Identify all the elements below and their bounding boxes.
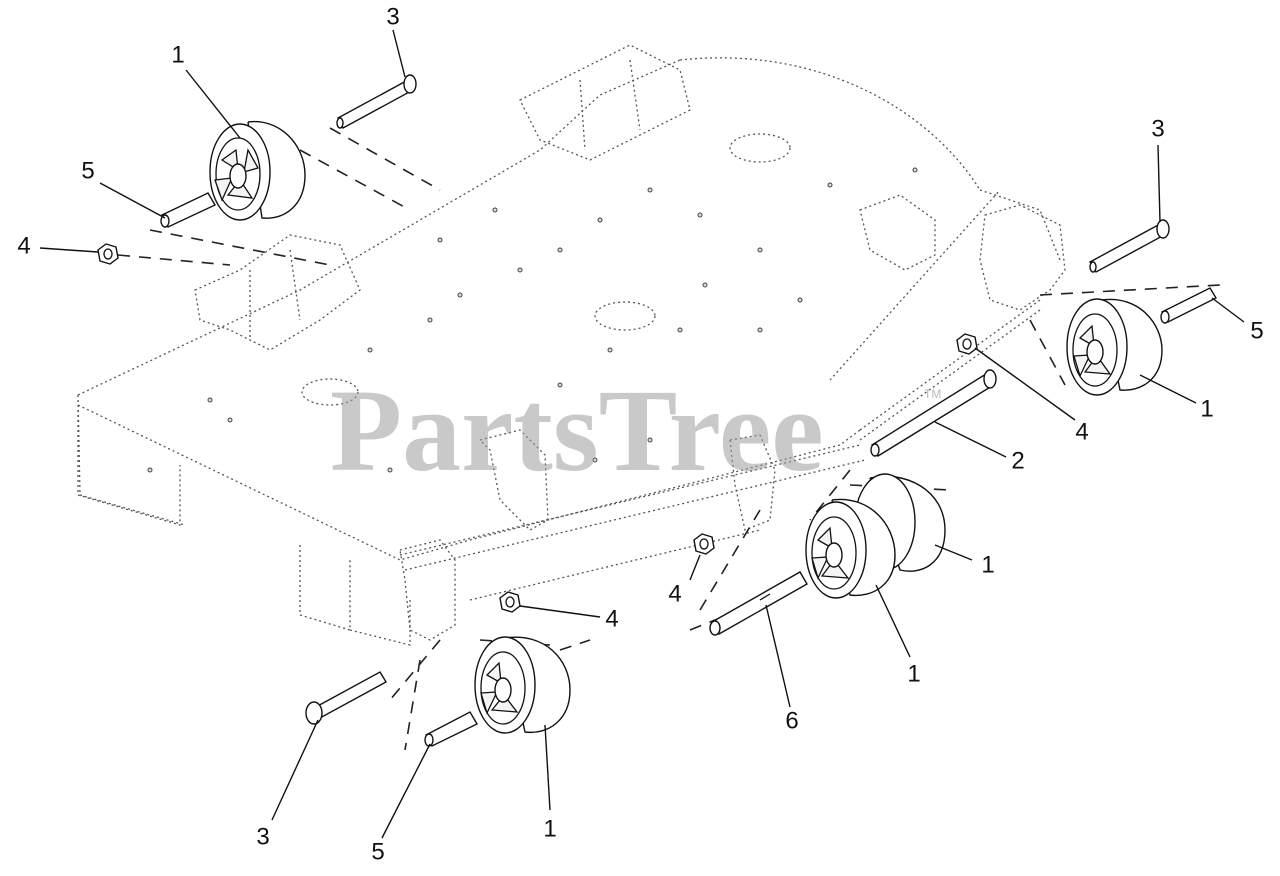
callout-wheel-top-left: 1	[171, 41, 184, 68]
mower-deck	[77, 44, 1066, 646]
axle-double-roller	[709, 571, 808, 636]
bolt-top-right	[1089, 219, 1170, 273]
bolt-top-left	[336, 74, 417, 129]
spacer-top-left	[160, 192, 216, 228]
roller-wheel-top-right	[1066, 298, 1163, 396]
nut-bottom-left	[499, 591, 521, 613]
roller-wheel-front-stacked	[805, 498, 896, 599]
spacer-top-right	[1160, 287, 1217, 324]
callout-wheel-front: 1	[907, 660, 920, 687]
callout-nut-bottom-left: 4	[605, 605, 618, 632]
callout-bolt-middle: 2	[1011, 447, 1024, 474]
deck-holes	[147, 167, 918, 473]
nut-top-right	[956, 333, 978, 355]
callout-axle-double: 6	[785, 707, 798, 734]
leader-lines	[39, 29, 1245, 839]
callout-wheel-rear: 1	[981, 551, 994, 578]
callout-bolt-top-left: 3	[386, 3, 399, 30]
watermark-trademark: TM	[924, 387, 941, 401]
roller-wheel-top-left	[209, 121, 306, 221]
callout-bolt-bottom-left: 3	[256, 823, 269, 850]
bolt-middle	[870, 369, 997, 457]
nut-middle	[693, 533, 715, 555]
callout-numbers: 1 3 5 4 3 5 1 4 2 1 4 1 6 4 3 5 1	[17, 3, 1263, 865]
callout-wheel-top-right: 1	[1200, 395, 1213, 422]
callout-wheel-bottom-left: 1	[543, 815, 556, 842]
callout-nut-top-right: 4	[1075, 418, 1088, 445]
callout-bolt-top-right: 3	[1151, 115, 1164, 142]
callout-nut-top-left: 4	[17, 232, 30, 259]
spacer-bottom-left	[424, 711, 478, 747]
roller-wheel-bottom-left	[474, 636, 571, 734]
callout-spacer-top-right: 5	[1250, 317, 1263, 344]
bolt-bottom-left	[305, 671, 387, 725]
watermark-brand: PartsTree	[330, 365, 824, 496]
nut-top-left	[97, 243, 119, 265]
callout-spacer-bottom-left: 5	[371, 838, 384, 865]
callout-spacer-top-left: 5	[81, 157, 94, 184]
callout-nut-middle: 4	[668, 580, 681, 607]
